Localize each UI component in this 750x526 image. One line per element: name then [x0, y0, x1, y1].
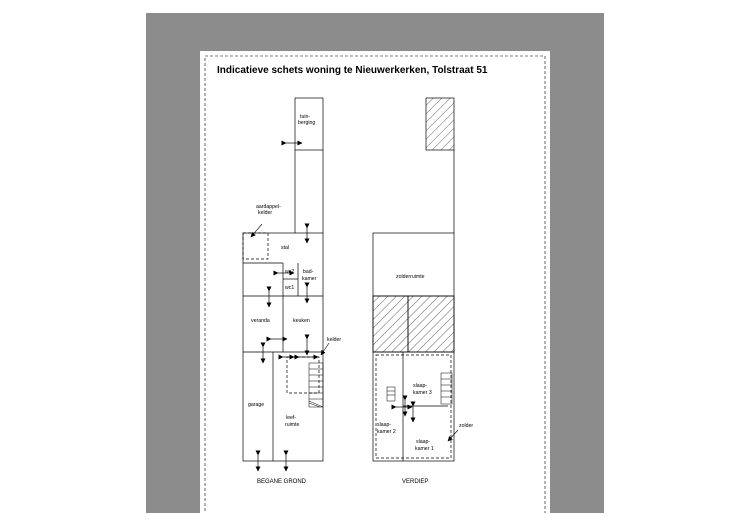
room-label-badkamer-1: bad-: [303, 269, 314, 275]
ground-floor-caption: BEGANE GROND: [257, 479, 307, 485]
room-label-zolder: zolder: [459, 423, 473, 429]
room-label-slaapkamer3-1: slaap-: [413, 383, 427, 389]
document-page: Indicatieve schets woning te Nieuwerkerk…: [200, 51, 550, 513]
room-label-garage: garage: [248, 402, 264, 408]
document-title: Indicatieve schets woning te Nieuwerkerk…: [217, 65, 488, 76]
upper-floor-caption: VERDIEP: [402, 479, 428, 485]
page-border: [204, 55, 546, 513]
room-label-tuinberging-2: berging: [298, 120, 315, 126]
room-label-slaapkamer2-1: slaap-: [377, 422, 391, 428]
upper-floor-arrows: [391, 395, 416, 423]
room-label-slaapkamer2-2: kamer 2: [377, 429, 396, 435]
room-label-keuken: keuken: [293, 318, 310, 324]
upper-floor-labels: zolderruimte slaap- kamer 3 slaap- kamer…: [377, 274, 473, 485]
document-viewer: Indicatieve schets woning te Nieuwerkerk…: [146, 13, 604, 513]
room-label-tuinberging-1: tuin-: [300, 114, 310, 120]
room-label-stal: stal: [281, 245, 289, 251]
room-label-slaapkamer3-2: kamer 3: [413, 390, 432, 396]
room-label-leefruimte-1: leef-: [286, 415, 296, 421]
room-label-zolderruimte: zolderruimte: [396, 274, 425, 280]
room-label-leefruimte-2: ruimte: [285, 422, 300, 428]
floor-plan-drawing: tuin- berging aardappel- kelder stal wc2…: [204, 55, 546, 513]
room-label-aardappelkelder-1: aardappel-: [256, 204, 281, 210]
room-label-aardappelkelder-2: kelder: [258, 210, 272, 216]
room-label-kelder: kelder: [327, 337, 341, 343]
ground-floor-plan: [242, 97, 324, 462]
room-label-slaapkamer1-1: slaap-: [416, 439, 430, 445]
room-label-badkamer-2: kamer: [302, 276, 317, 282]
room-label-veranda: veranda: [251, 318, 270, 324]
ground-floor-labels: tuin- berging aardappel- kelder stal wc2…: [248, 114, 341, 485]
room-label-wc2: wc2: [285, 269, 294, 275]
room-label-slaapkamer1-2: kamer 1: [415, 446, 434, 452]
ground-floor-arrows: [255, 140, 319, 472]
room-label-wc1: wc1: [285, 285, 294, 291]
